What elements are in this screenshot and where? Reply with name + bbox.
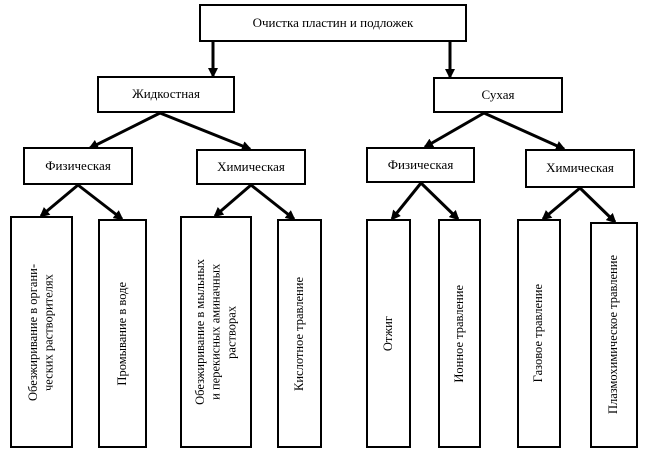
leaf-dry-physical-2: Ионное травление xyxy=(438,219,481,448)
arrow-dry-chemical-1 xyxy=(541,186,581,221)
arrow-dry-physical xyxy=(423,111,485,149)
node-liquid-chemical-label: Химическая xyxy=(217,158,285,174)
node-liquid-label: Жидкостная xyxy=(132,86,200,102)
arrow-liquid-chemical xyxy=(159,111,252,151)
node-dry-chemical: Химическая xyxy=(525,149,635,188)
arrow-dry-physical-1 xyxy=(390,182,423,221)
arrow-liquid-physical-1 xyxy=(39,183,79,218)
leaf-liquid-physical-2: Промывание в воде xyxy=(98,219,147,448)
leaf-liquid-physical-2-label: Промывание в воде xyxy=(114,281,129,386)
root-node: Очистка пластин и подложек xyxy=(199,4,467,42)
leaf-dry-chemical-2: Плазмохимическое травление xyxy=(590,222,638,448)
arrow-dry-chemical-2 xyxy=(578,186,617,224)
leaf-liquid-chemical-2: Кислотное травление xyxy=(277,219,322,448)
arrow-liquid-chemical-2 xyxy=(250,183,296,221)
leaf-liquid-physical-1-label: Обезжиривание в органи- ческих растворит… xyxy=(25,263,56,401)
leaf-liquid-physical-1: Обезжиривание в органи- ческих растворит… xyxy=(10,216,73,448)
leaf-dry-physical-1: Отжиг xyxy=(366,219,411,448)
node-dry-physical: Физическая xyxy=(366,147,475,183)
leaf-dry-physical-1-label: Отжиг xyxy=(380,315,395,352)
leaf-dry-physical-2-label: Ионное травление xyxy=(451,284,466,383)
leaf-dry-chemical-1-label: Газовое травление xyxy=(531,284,546,383)
node-dry: Сухая xyxy=(433,77,563,113)
arrow-dry-physical-2 xyxy=(419,181,460,221)
node-liquid-physical-label: Физическая xyxy=(45,157,111,173)
arrow-liquid-physical xyxy=(88,111,161,150)
leaf-liquid-chemical-2-label: Кислотное травление xyxy=(291,276,306,391)
node-dry-physical-label: Физическая xyxy=(387,156,454,172)
arrow-liquid-chemical-1 xyxy=(213,183,252,218)
leaf-liquid-chemical-1: Обезжиривание в мыльных и перекисных ами… xyxy=(180,216,252,448)
node-liquid-physical: Физическая xyxy=(23,147,133,185)
node-liquid-chemical: Химическая xyxy=(196,149,306,185)
node-liquid: Жидкостная xyxy=(97,76,235,113)
arrow-dry-chemical xyxy=(483,111,566,151)
root-label: Очистка пластин и подложек xyxy=(252,14,414,30)
node-dry-label: Сухая xyxy=(481,86,515,102)
leaf-liquid-chemical-1-label: Обезжиривание в мыльных и перекисных ами… xyxy=(192,259,238,405)
leaf-dry-chemical-1: Газовое травление xyxy=(517,219,561,448)
node-dry-chemical-label: Химическая xyxy=(546,160,614,176)
leaf-dry-chemical-2-label: Плазмохимическое травление xyxy=(606,255,621,415)
arrow-liquid-physical-2 xyxy=(77,183,124,221)
